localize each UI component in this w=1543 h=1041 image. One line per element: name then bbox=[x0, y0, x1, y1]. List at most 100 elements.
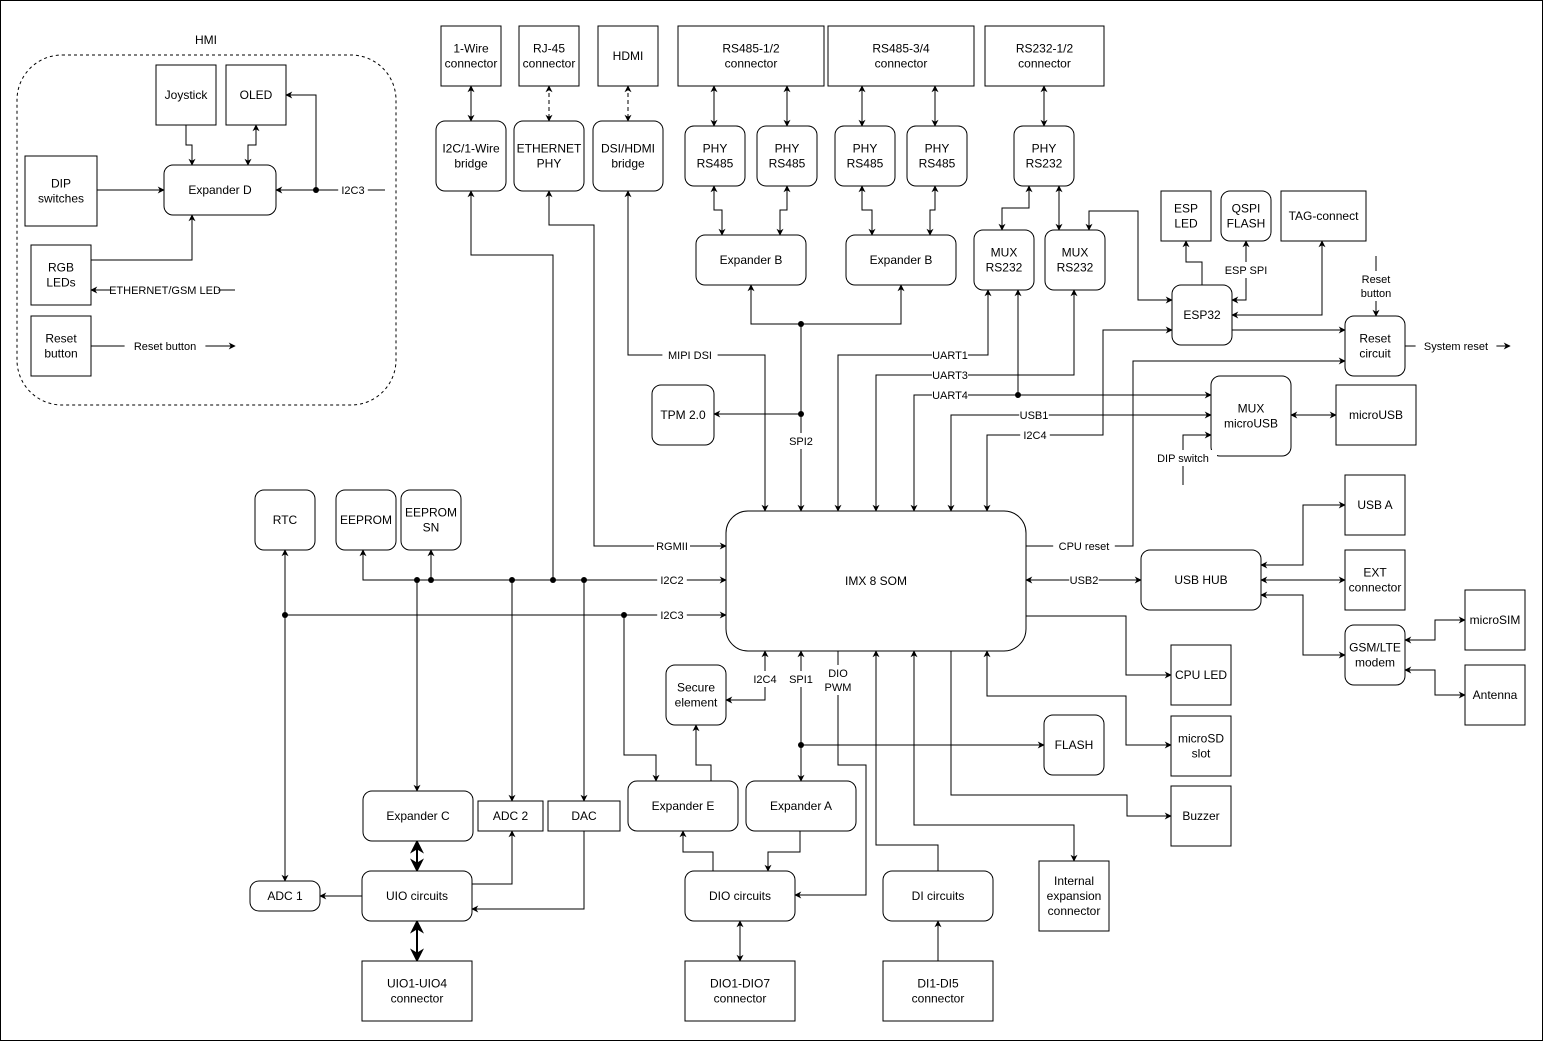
hmi-group bbox=[16, 54, 397, 406]
svg-text:I2C4: I2C4 bbox=[753, 674, 776, 686]
block-label: Buzzer bbox=[1182, 809, 1219, 823]
block-label: button bbox=[44, 347, 77, 361]
edge-label-i2c3-hmi: I2C3 bbox=[338, 182, 368, 198]
svg-text:I2C2: I2C2 bbox=[660, 575, 683, 587]
connector-line bbox=[1182, 431, 1212, 485]
block-label: MUX bbox=[991, 246, 1018, 260]
hmi-group-label: HMI bbox=[195, 33, 217, 47]
block-label: RS485-3/4 bbox=[872, 42, 930, 56]
svg-text:SPI1: SPI1 bbox=[789, 674, 813, 686]
block-label: MUX bbox=[1062, 246, 1089, 260]
connector-line bbox=[91, 214, 196, 261]
block-label: RJ-45 bbox=[533, 42, 565, 56]
block-label: ADC 2 bbox=[493, 809, 529, 823]
block-label: ESP32 bbox=[1183, 308, 1221, 322]
block-label: FLASH bbox=[1055, 738, 1094, 752]
block-label: TPM 2.0 bbox=[660, 408, 706, 422]
block-label: Joystick bbox=[165, 88, 209, 102]
connector-line bbox=[910, 391, 1212, 512]
block-label: RS485 bbox=[919, 157, 956, 171]
connector-line bbox=[1182, 240, 1203, 285]
connector-line bbox=[1231, 240, 1326, 319]
edge-label-esp-spi: ESP SPI bbox=[1221, 262, 1271, 278]
junction-dot bbox=[581, 577, 587, 583]
edge-label-uart1: UART1 bbox=[932, 347, 968, 363]
edge-label-uart3: UART3 bbox=[932, 367, 968, 383]
block-label: PHY bbox=[925, 142, 950, 156]
block-usb-hub: USB HUB bbox=[1140, 549, 1262, 611]
connector-line bbox=[472, 830, 516, 885]
connector-line bbox=[244, 124, 260, 166]
block-label: RS232 bbox=[986, 261, 1023, 275]
connector-line bbox=[725, 650, 769, 704]
block-label: OLED bbox=[240, 88, 273, 102]
block-label: connector bbox=[1018, 57, 1071, 71]
block-label: microSD bbox=[1178, 732, 1224, 746]
block-eeprom: EEPROM bbox=[335, 489, 397, 551]
block-label: connector bbox=[1349, 581, 1402, 595]
svg-text:System reset: System reset bbox=[1424, 341, 1488, 353]
block-label: connector bbox=[445, 57, 498, 71]
connector-line bbox=[623, 615, 660, 782]
junction-dot bbox=[1015, 392, 1021, 398]
block-antenna: Antenna bbox=[1464, 664, 1526, 726]
block-label: connector bbox=[391, 992, 444, 1006]
block-label: RS485-1/2 bbox=[722, 42, 780, 56]
block-label: USB A bbox=[1357, 498, 1392, 512]
edge-label-cpu-reset: CPU reset bbox=[1053, 538, 1115, 554]
junction-dot bbox=[621, 612, 627, 618]
block-label: DIO1-DIO7 bbox=[710, 977, 770, 991]
block-label: element bbox=[675, 696, 718, 710]
block-expander-b-1: Expander B bbox=[695, 234, 807, 286]
edge-label-i2c3: I2C3 bbox=[657, 607, 687, 623]
connector-line bbox=[185, 125, 196, 166]
block-label: bridge bbox=[454, 157, 488, 171]
block-label: DI1-DI5 bbox=[917, 977, 959, 991]
block-expander-d: Expander D bbox=[163, 164, 277, 216]
edge-label-system-reset: System reset bbox=[1415, 338, 1497, 354]
block-hdmi: HDMI bbox=[597, 25, 659, 87]
block-label: PHY bbox=[775, 142, 800, 156]
svg-text:UART4: UART4 bbox=[932, 390, 968, 402]
junction-dot bbox=[550, 577, 556, 583]
block-cpu-led: CPU LED bbox=[1170, 644, 1232, 706]
edge-label-mipi-dsi: MIPI DSI bbox=[662, 347, 718, 363]
block-joystick: Joystick bbox=[155, 64, 217, 126]
block-label: QSPI bbox=[1232, 202, 1261, 216]
edge-label-reset-button-signal: Reset button bbox=[124, 338, 206, 354]
block-expander-a: Expander A bbox=[745, 780, 857, 832]
block-label: Expander B bbox=[720, 253, 783, 267]
connector-line bbox=[926, 185, 939, 236]
edge-label-spi2: SPI2 bbox=[786, 433, 816, 449]
block-label: connector bbox=[875, 57, 928, 71]
svg-text:CPU reset: CPU reset bbox=[1059, 541, 1110, 553]
block-label: microUSB bbox=[1224, 417, 1278, 431]
block-label: HDMI bbox=[613, 49, 644, 63]
svg-text:RGMII: RGMII bbox=[656, 541, 688, 553]
block-tpm: TPM 2.0 bbox=[651, 384, 715, 446]
block-label: DAC bbox=[571, 809, 597, 823]
connector-line bbox=[1026, 615, 1172, 679]
block-label: Expander D bbox=[188, 183, 252, 197]
block-label: TAG-connect bbox=[1289, 209, 1359, 223]
block-label: RS232-1/2 bbox=[1016, 42, 1074, 56]
connector-line bbox=[872, 650, 939, 871]
edge-label-usb1: USB1 bbox=[1019, 407, 1049, 423]
block-label: RTC bbox=[273, 513, 298, 527]
connector-line bbox=[872, 289, 1078, 512]
svg-text:ETHERNET/GSM LED: ETHERNET/GSM LED bbox=[109, 285, 221, 297]
